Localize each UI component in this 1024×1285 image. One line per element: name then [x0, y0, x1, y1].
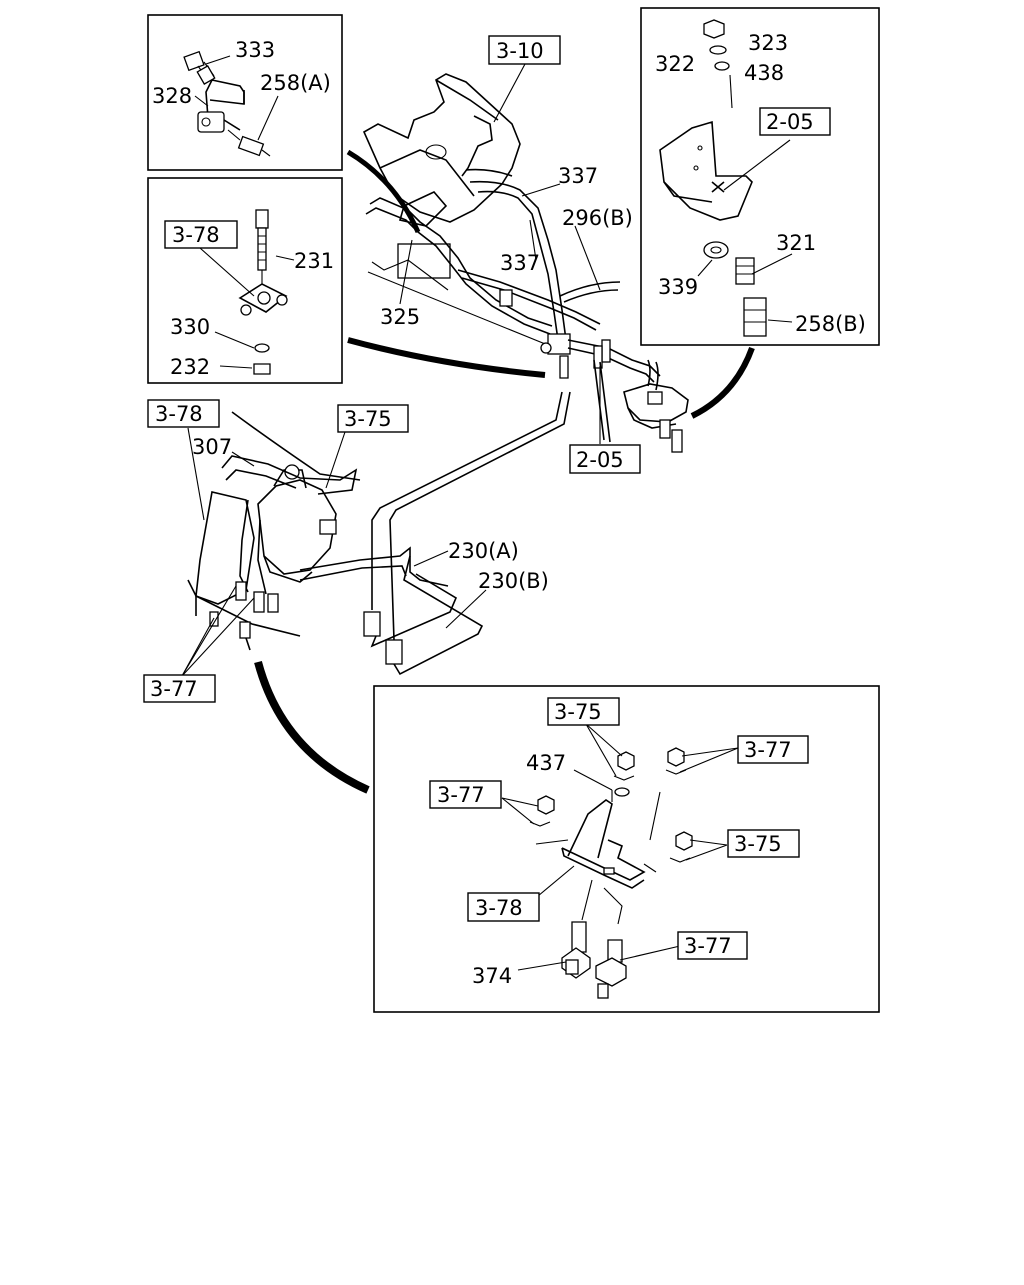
inset-top-left-drawing [183, 50, 271, 157]
ref-box-3-78-main [147, 399, 220, 428]
ref-3-75-main: 3-75 [344, 407, 392, 431]
label-321: 321 [776, 231, 816, 255]
label-258a: 258(A) [260, 71, 331, 95]
ref-box-3-77-detail-right [737, 735, 809, 764]
ref-box-3-78-detail [467, 892, 540, 922]
label-333: 333 [235, 38, 275, 62]
ref-box-2-05-mid [569, 444, 641, 474]
ref-3-77-detail-bottom: 3-77 [684, 934, 732, 958]
ref-3-78-detail: 3-78 [475, 896, 523, 920]
detail-inset-drawing [529, 747, 693, 999]
ref-3-75-detail-right: 3-75 [734, 832, 782, 856]
ref-3-77-detail-left: 3-77 [437, 783, 485, 807]
label-339: 339 [658, 275, 698, 299]
label-296b: 296(B) [562, 206, 633, 230]
label-330: 330 [170, 315, 210, 339]
inset-top-right-drawing [659, 19, 767, 337]
ref-box-3-75-main [337, 404, 409, 433]
label-322: 322 [655, 52, 695, 76]
ref-box-3-75-detail-top [547, 697, 620, 726]
ref-3-77-detail-right: 3-77 [744, 738, 792, 762]
ref-box-3-78-inset [164, 220, 238, 249]
ref-box-3-77-detail-left [429, 780, 502, 809]
ref-box-3-77-main [143, 674, 216, 703]
label-231: 231 [294, 249, 334, 273]
callout-arc-right [690, 346, 755, 419]
label-437: 437 [526, 751, 566, 775]
callout-arc-bottom [254, 660, 370, 794]
label-230b: 230(B) [478, 569, 549, 593]
callout-arc-top-left [346, 149, 421, 234]
label-323: 323 [748, 31, 788, 55]
label-258b: 258(B) [795, 312, 866, 336]
ref-box-3-10 [488, 35, 561, 65]
label-232: 232 [170, 355, 210, 379]
upper-frame-assembly [362, 73, 689, 453]
ref-3-77-main: 3-77 [150, 677, 198, 701]
inset-top-left [147, 14, 343, 171]
ref-3-78-inset: 3-78 [172, 223, 220, 247]
label-230a: 230(A) [448, 539, 519, 563]
label-325: 325 [380, 305, 420, 329]
inset-mid-left-drawing [238, 209, 288, 375]
ref-3-75-detail-top: 3-75 [554, 700, 602, 724]
label-337-upper: 337 [558, 164, 598, 188]
brake-pipes [299, 391, 571, 676]
label-307: 307 [192, 435, 232, 459]
proportioning-valve-assembly [187, 411, 361, 651]
callout-arc-mid-left [347, 337, 546, 378]
label-438: 438 [744, 61, 784, 85]
label-374: 374 [472, 964, 512, 988]
ref-box-3-77-detail-bottom [677, 931, 748, 960]
ref-2-05-mid: 2-05 [576, 448, 624, 472]
ref-box-2-05-top [759, 107, 831, 136]
ref-3-10: 3-10 [496, 39, 544, 63]
label-328: 328 [152, 84, 192, 108]
ref-2-05-top: 2-05 [766, 110, 814, 134]
inset-bottom-detail [373, 685, 880, 1013]
inset-mid-left [147, 177, 343, 384]
ref-3-78-main: 3-78 [155, 402, 203, 426]
label-337-lower: 337 [500, 251, 540, 275]
inset-top-right [640, 7, 880, 346]
ref-box-3-75-detail-right [727, 829, 800, 858]
